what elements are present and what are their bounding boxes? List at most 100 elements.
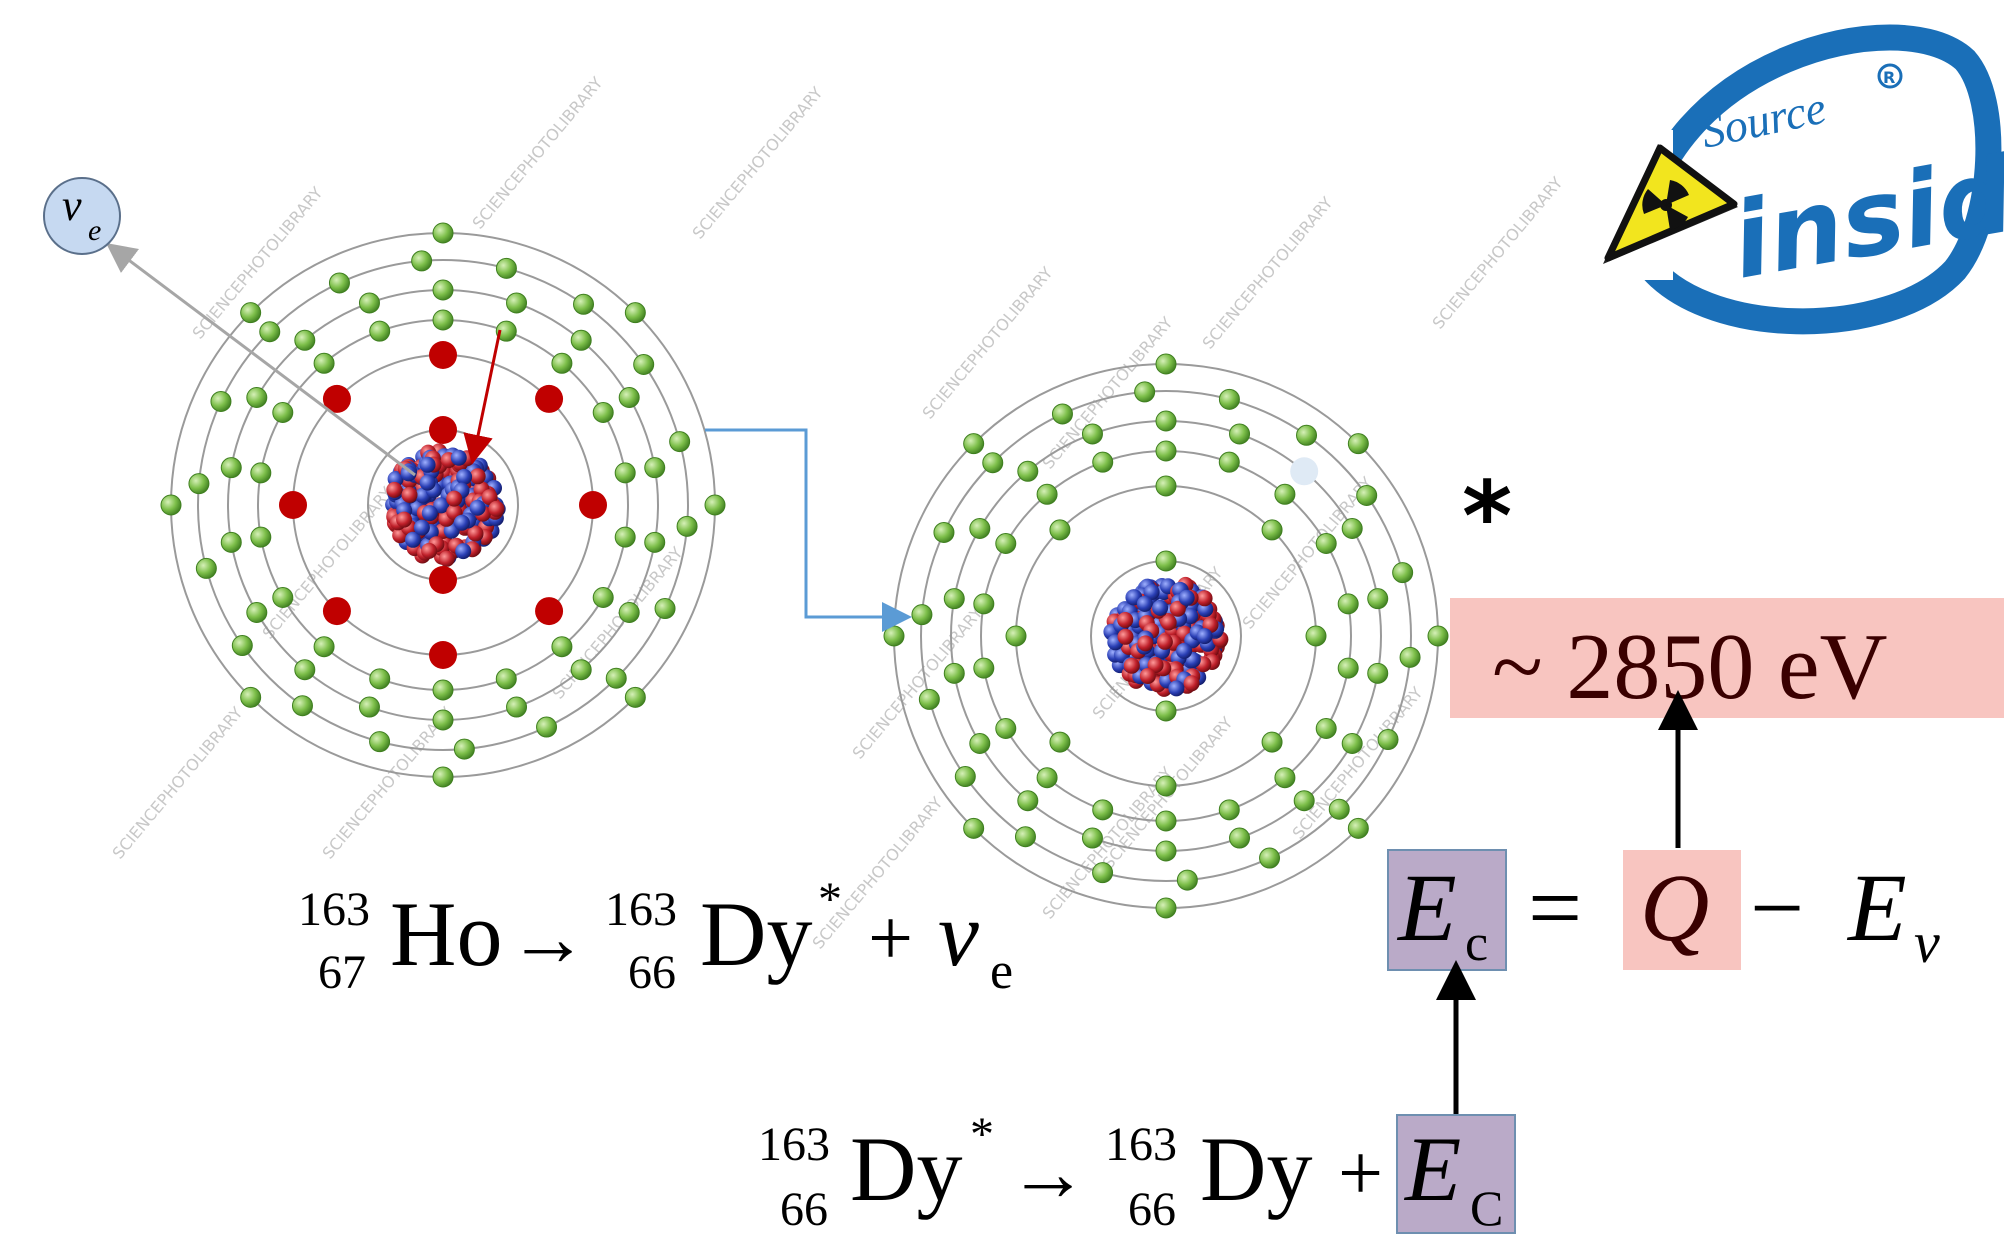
electron — [1134, 381, 1156, 403]
dy-mass-top: 163 — [605, 883, 677, 936]
electron — [231, 635, 253, 657]
electron — [1036, 767, 1058, 789]
dy2-z: 66 — [1128, 1183, 1176, 1236]
neutrino-bubble — [43, 177, 121, 255]
electron — [995, 718, 1017, 739]
electron — [369, 668, 391, 690]
proton — [481, 489, 498, 506]
electron — [943, 588, 965, 610]
electron — [1392, 562, 1414, 584]
energy-value: ~ 2850 eV — [1492, 615, 1887, 719]
electron — [1049, 731, 1071, 753]
electron — [1229, 827, 1251, 849]
electron — [618, 387, 640, 408]
electron — [1155, 810, 1177, 832]
neutron — [419, 456, 436, 473]
watermark-text: SCIENCEPHOTOLIBRARY — [109, 703, 247, 862]
electron — [1155, 475, 1177, 497]
orbit-ring — [197, 259, 689, 751]
electron — [1427, 625, 1449, 647]
electron — [369, 731, 391, 753]
electron — [1328, 798, 1350, 820]
electron — [250, 526, 272, 548]
electron — [1155, 353, 1177, 375]
ec-box — [1387, 849, 1507, 971]
electron — [210, 390, 232, 412]
minus-sign: − — [1750, 854, 1804, 961]
captured-shell-electron — [429, 341, 457, 369]
neutron — [467, 525, 484, 542]
electron — [188, 473, 210, 495]
ec-symbol: E — [1396, 854, 1457, 961]
plus-bottom: + — [1338, 1130, 1383, 1218]
electron — [1092, 799, 1114, 821]
electron — [313, 636, 335, 658]
electron-capture-arrow — [463, 329, 502, 465]
dysprosium-excited-atom — [883, 353, 1449, 919]
neutron — [386, 481, 403, 498]
watermark-text: SCIENCEPHOTOLIBRARY — [1429, 173, 1567, 332]
electron-vacancy — [1290, 457, 1319, 486]
electron — [432, 766, 454, 788]
electron — [432, 709, 454, 731]
electron — [570, 329, 592, 351]
electron — [250, 462, 272, 484]
electron — [495, 320, 517, 342]
dy-z-top: 66 — [628, 946, 676, 999]
electron — [160, 494, 182, 516]
electron — [1259, 847, 1281, 869]
captured-shell-electron — [322, 597, 351, 626]
electron — [1155, 700, 1177, 722]
proton — [419, 474, 436, 491]
electron — [246, 387, 268, 408]
electron — [911, 604, 933, 626]
proton — [1169, 600, 1186, 617]
reaction-arrow-bottom: → — [1008, 1130, 1088, 1218]
electron — [1218, 799, 1240, 821]
dy1-mass: 163 — [758, 1118, 830, 1171]
electron — [1356, 484, 1378, 506]
electron — [614, 462, 636, 484]
dy-star-top: * — [818, 873, 842, 926]
electron — [1081, 423, 1103, 445]
dy1-star: * — [970, 1108, 994, 1161]
electron — [704, 494, 726, 516]
electron — [592, 402, 614, 423]
electron — [259, 321, 281, 343]
transition-connector-arrow — [705, 428, 912, 632]
ho-mass: 163 — [298, 883, 370, 936]
ec-subscript: c — [1465, 915, 1488, 972]
electron — [1315, 718, 1337, 739]
captured-shell-electron — [429, 416, 457, 444]
electron — [495, 668, 517, 690]
logo-swoosh — [1627, 24, 2002, 335]
q-box — [1623, 850, 1741, 970]
energy-box — [1450, 598, 2004, 718]
electron — [633, 353, 655, 375]
electron — [432, 222, 454, 244]
electron — [272, 587, 294, 608]
electron — [963, 433, 985, 455]
electron — [1036, 483, 1058, 505]
ho-symbol: Ho — [390, 883, 502, 985]
q-symbol: Q — [1640, 854, 1709, 961]
neutron — [1196, 628, 1213, 645]
electron — [973, 657, 995, 679]
dy2-symbol: Dy — [1200, 1118, 1312, 1220]
captured-shell-electron — [322, 384, 351, 413]
neutron — [456, 468, 473, 485]
electron — [883, 625, 905, 647]
electron — [969, 518, 991, 539]
nu-top: ν — [938, 883, 979, 985]
electron — [291, 695, 313, 717]
electron — [1155, 440, 1177, 462]
electron — [432, 309, 454, 331]
neutrino-emission-arrow — [106, 242, 416, 477]
electron — [220, 457, 242, 479]
electron — [328, 272, 350, 294]
electron — [432, 279, 454, 301]
electron — [1367, 662, 1389, 684]
captured-shell-electron — [535, 597, 564, 626]
